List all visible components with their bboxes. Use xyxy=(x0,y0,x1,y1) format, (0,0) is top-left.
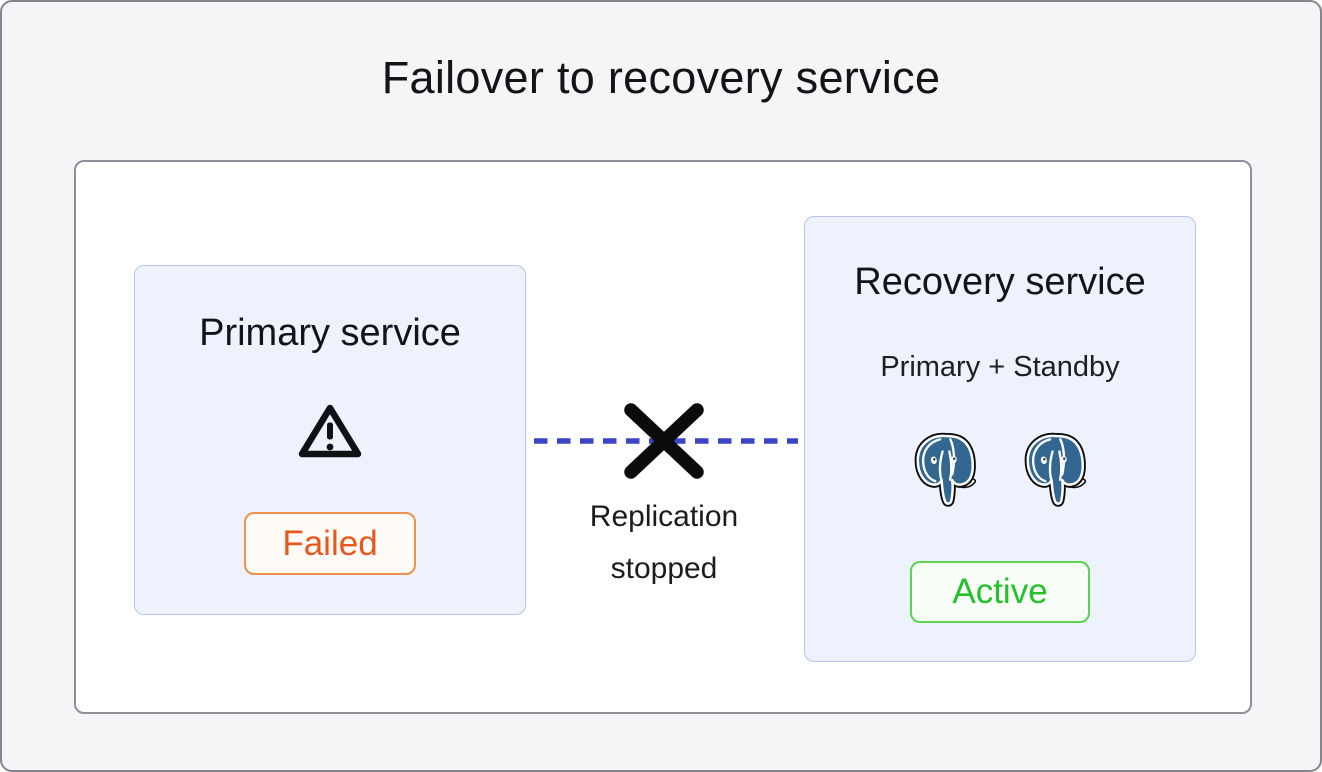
primary-service-title: Primary service xyxy=(199,312,461,354)
recovery-service-subtitle: Primary + Standby xyxy=(880,351,1120,383)
postgresql-elephant-icon xyxy=(914,432,977,507)
replication-stopped-label: Replication stopped xyxy=(589,500,739,585)
warning-triangle-icon xyxy=(297,400,363,467)
replication-broken-x-icon xyxy=(620,401,708,481)
page-title: Failover to recovery service xyxy=(381,52,941,103)
recovery-service-node: Recovery service Primary + Standby xyxy=(804,216,1196,662)
postgresql-elephant-icon xyxy=(1024,432,1087,507)
replication-dashed-line xyxy=(534,438,798,444)
database-icons-row xyxy=(805,431,1195,509)
primary-service-node: Primary service Failed xyxy=(134,265,526,615)
recovery-service-title: Recovery service xyxy=(854,261,1146,303)
primary-status-badge: Failed xyxy=(244,512,416,575)
recovery-status-badge: Active xyxy=(910,561,1090,623)
diagram-panel: Primary service Failed Replication stopp… xyxy=(74,160,1252,714)
